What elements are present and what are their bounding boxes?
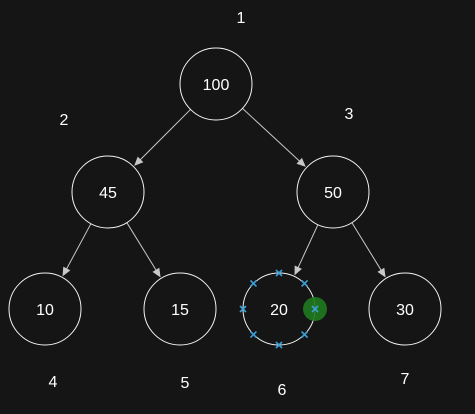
selection-handles-layer — [239, 269, 327, 349]
node-index-label: 3 — [345, 106, 354, 123]
connection-point-icon[interactable] — [303, 297, 327, 321]
edge-n2-n4[interactable] — [62, 223, 92, 277]
tree-node-45[interactable]: 45 — [71, 155, 145, 229]
edge-n1-n2[interactable] — [134, 109, 191, 166]
tree-node-10[interactable]: 10 — [8, 272, 82, 346]
node-circle[interactable] — [368, 272, 442, 346]
tree-node-100[interactable]: 100 — [179, 47, 253, 121]
node-value-label: 45 — [99, 185, 117, 202]
node-value-label: 20 — [270, 302, 288, 319]
resize-handle-icon[interactable] — [275, 269, 283, 277]
node-circle[interactable] — [71, 155, 145, 229]
resize-handle-icon[interactable] — [239, 305, 247, 313]
resize-handle-icon[interactable] — [249, 279, 258, 288]
node-circle[interactable] — [179, 47, 253, 121]
node-circle[interactable] — [296, 155, 370, 229]
edge-n1-n3[interactable] — [242, 108, 306, 167]
resize-handle-icon[interactable] — [249, 330, 258, 339]
node-index-label: 6 — [278, 382, 287, 399]
node-index-label: 1 — [237, 10, 246, 27]
edge-n2-n5[interactable] — [126, 222, 161, 278]
arrowhead-icon — [377, 267, 386, 278]
resize-handle-icon[interactable] — [300, 330, 309, 339]
edge-n3-n6[interactable] — [294, 224, 319, 276]
resize-handle-icon[interactable] — [300, 279, 309, 288]
node-value-label: 30 — [396, 302, 414, 319]
tree-node-30[interactable]: 30 — [368, 272, 442, 346]
edge-n3-n7[interactable] — [351, 222, 386, 278]
node-index-label: 7 — [401, 371, 410, 388]
node-index-label: 5 — [181, 375, 190, 392]
tree-node-50[interactable]: 50 — [296, 155, 370, 229]
node-value-label: 15 — [171, 302, 189, 319]
node-circle[interactable] — [8, 272, 82, 346]
node-circle[interactable] — [143, 272, 217, 346]
node-value-label: 50 — [324, 185, 342, 202]
node-value-label: 100 — [203, 77, 230, 94]
arrowhead-icon — [62, 266, 71, 277]
arrowhead-icon — [134, 156, 144, 166]
nodes-layer: 100 45 50 10 15 20 30 — [8, 47, 442, 346]
arrowhead-icon — [296, 157, 306, 167]
arrowhead-icon — [152, 267, 161, 278]
node-value-label: 10 — [36, 302, 54, 319]
node-index-label: 4 — [49, 374, 58, 391]
edges-layer — [62, 108, 386, 278]
arrowhead-icon — [294, 265, 302, 276]
resize-handle-icon[interactable] — [275, 341, 283, 349]
node-index-label: 2 — [60, 112, 69, 129]
tree-node-15[interactable]: 15 — [143, 272, 217, 346]
